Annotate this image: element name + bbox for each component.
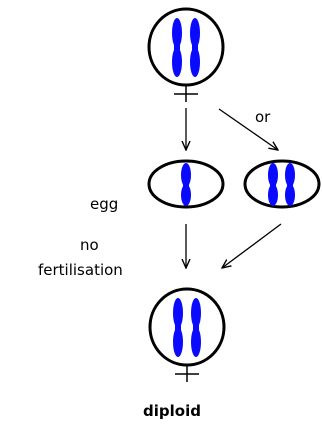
female-sign-icon — [174, 85, 198, 102]
label-diploid: diploid — [143, 402, 201, 420]
label-or: or — [255, 108, 270, 126]
label-fertilisation: fertilisation — [38, 261, 123, 279]
alternate-cell — [245, 161, 319, 207]
label-no: no — [80, 236, 99, 254]
female-sign-icon — [175, 365, 199, 382]
arrow-alternate-to-diploid — [222, 224, 281, 268]
label-egg: egg — [90, 195, 118, 213]
diploid-cell — [150, 289, 224, 365]
egg-cell — [149, 161, 223, 207]
parent-cell — [149, 9, 223, 85]
